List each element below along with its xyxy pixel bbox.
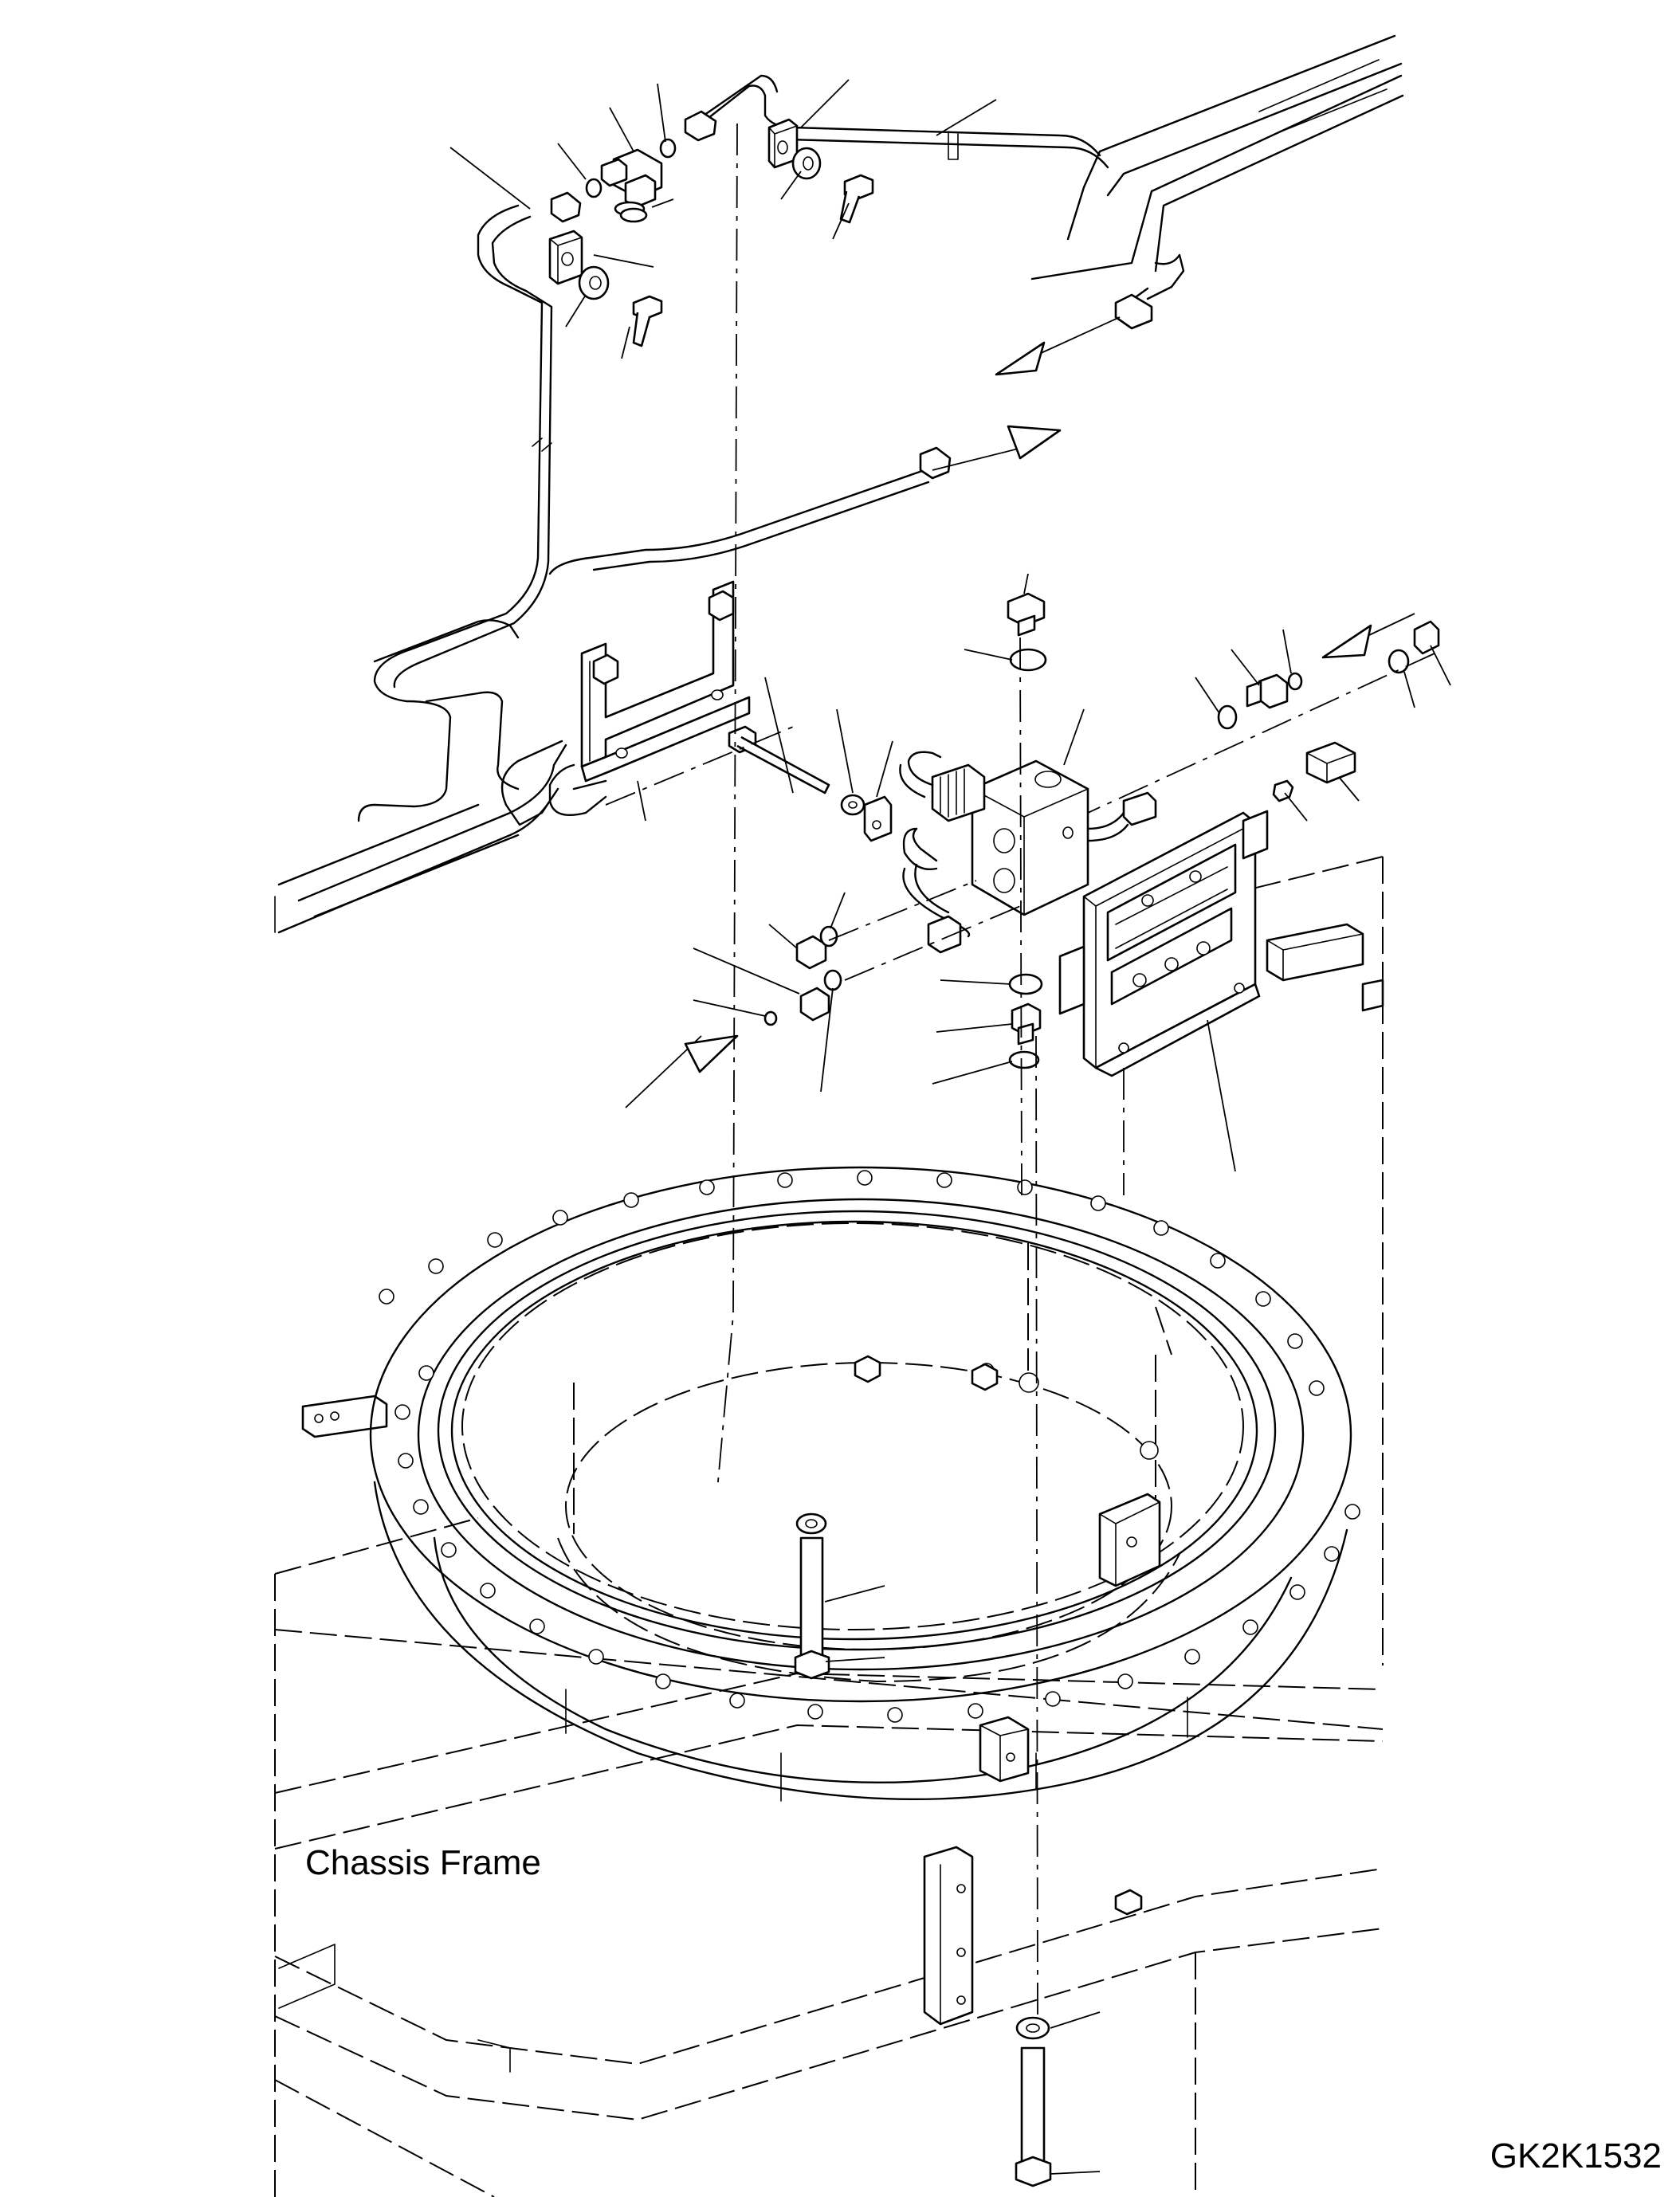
tee-fitting — [600, 148, 663, 217]
assembly-center-lines — [605, 123, 1435, 2017]
swivel-ring-bearing — [369, 1166, 1360, 1802]
plug — [795, 592, 1440, 970]
valve-mounting-plate — [1058, 810, 1269, 1077]
o-ring-seals — [763, 648, 1410, 1069]
mounting-bracket — [580, 580, 751, 783]
callout-leaders — [449, 79, 1451, 2175]
solenoid-valve-block — [899, 751, 1157, 954]
o-ring — [585, 138, 677, 223]
elbow-fitting — [799, 673, 1289, 1046]
bearing-bolts — [794, 1512, 1052, 2187]
drawing-code: GK2K1532 — [1490, 2136, 1662, 2175]
assembly-caption: Chassis Frame — [305, 1843, 541, 1882]
steel-tube-pipes — [274, 34, 1404, 934]
bolt — [632, 174, 874, 347]
washer — [578, 147, 822, 300]
pipe-clamp — [548, 118, 799, 285]
flow-arrows — [625, 316, 1415, 1108]
connector — [1272, 741, 1356, 802]
chassis-frame — [274, 856, 1384, 2197]
